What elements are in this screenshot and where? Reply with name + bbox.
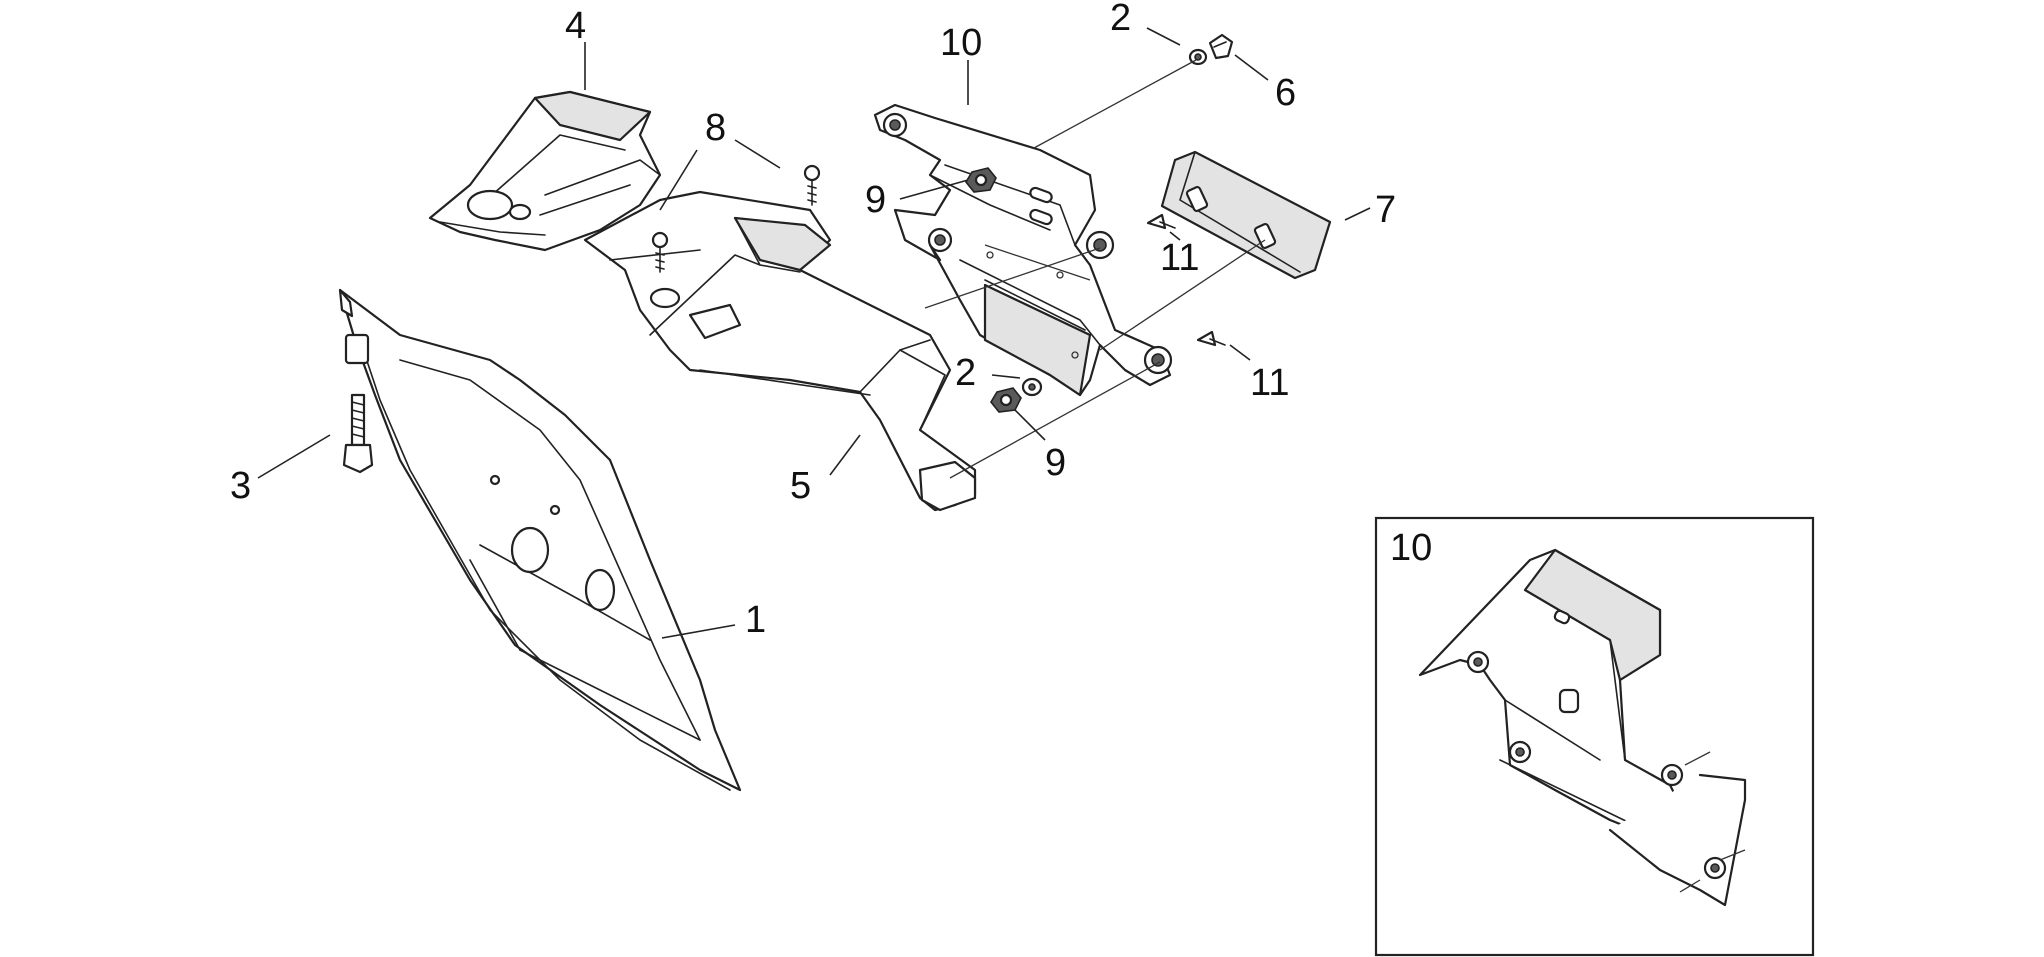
inset-label-10: 10 — [1390, 527, 1432, 569]
callout-11-lower: 11 — [1250, 362, 1289, 404]
part-6-screw — [1208, 33, 1234, 60]
callout-4: 4 — [565, 5, 586, 47]
callout-5: 5 — [790, 465, 811, 507]
callout-1: 1 — [745, 599, 766, 641]
callout-11-top: 11 — [1160, 237, 1199, 279]
alignment-lines — [924, 59, 1266, 479]
part-10-bracket — [873, 103, 1173, 397]
part-3-bolt — [342, 333, 374, 474]
callout-10: 10 — [940, 22, 982, 64]
part-8-screws — [651, 164, 821, 273]
part-5-fender-body — [583, 190, 977, 512]
callout-3: 3 — [230, 465, 251, 507]
part-1-splash-guard — [338, 288, 742, 792]
callout-9-lower: 9 — [1045, 442, 1066, 484]
callout-7: 7 — [1375, 189, 1396, 231]
part-11-screws — [1146, 213, 1226, 347]
part-4-upper-guard — [428, 90, 662, 252]
callout-2-top: 2 — [1110, 0, 1131, 39]
inset-detail-10 — [1374, 516, 1815, 957]
callout-8: 8 — [705, 107, 726, 149]
callout-9-top: 9 — [865, 179, 886, 221]
leader-lines — [257, 27, 1371, 639]
part-7-plate — [1160, 150, 1332, 280]
callout-6: 6 — [1275, 72, 1296, 114]
callout-labels: 1 2 2 3 4 5 6 7 8 9 9 10 11 11 10 — [230, 0, 1432, 641]
callout-2-lower: 2 — [955, 352, 976, 394]
